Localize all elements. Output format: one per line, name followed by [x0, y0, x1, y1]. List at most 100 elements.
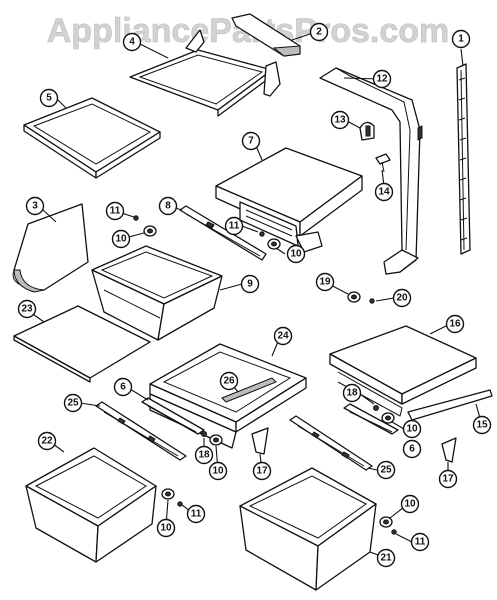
callout-20: 20 — [392, 288, 412, 308]
part-25-right-rail — [289, 415, 373, 471]
callout-10-d: 10 — [402, 419, 422, 439]
part-14-screw — [375, 153, 391, 173]
callout-6-right: 6 — [402, 439, 422, 459]
callout-25-left: 25 — [63, 393, 83, 413]
part-18-screw-left — [201, 431, 207, 437]
part-7-drawer-cover — [215, 147, 363, 253]
part-1-shelf-rail — [456, 63, 471, 255]
callout-25-right: 25 — [376, 460, 396, 480]
callout-11-d: 11 — [410, 532, 430, 552]
part-25-left-rail — [95, 401, 187, 461]
svg-text:17: 17 — [256, 466, 268, 477]
svg-text:16: 16 — [449, 319, 461, 330]
callout-16: 16 — [445, 314, 465, 334]
part-18-screw-right — [373, 405, 379, 411]
svg-text:18: 18 — [198, 450, 210, 461]
svg-text:21: 21 — [380, 553, 392, 564]
part-10-knob-2 — [267, 238, 281, 250]
svg-text:10: 10 — [160, 523, 172, 534]
part-6-right-rail — [343, 403, 399, 435]
svg-text:1: 1 — [458, 34, 464, 45]
svg-text:11: 11 — [415, 537, 426, 548]
part-17-right-clip — [441, 437, 457, 463]
callout-11-b: 11 — [224, 216, 244, 236]
callout-10-c: 10 — [208, 461, 228, 481]
svg-text:11: 11 — [110, 206, 121, 217]
part-15-trim — [407, 389, 493, 421]
svg-text:10: 10 — [404, 499, 416, 510]
part-11-screw-3 — [177, 501, 183, 507]
svg-text:11: 11 — [229, 221, 240, 232]
part-10-knob-5 — [161, 488, 175, 500]
svg-text:22: 22 — [41, 436, 53, 447]
callout-26: 26 — [219, 371, 239, 391]
callout-10-f: 10 — [400, 494, 420, 514]
svg-text:18: 18 — [346, 388, 358, 399]
callout-23: 23 — [17, 299, 37, 319]
part-21-bin — [239, 467, 377, 591]
part-22-bin — [25, 447, 157, 563]
part-3-crisper-cover — [12, 203, 89, 293]
svg-text:12: 12 — [376, 74, 388, 85]
svg-text:15: 15 — [476, 420, 488, 431]
svg-text:23: 23 — [21, 304, 33, 315]
svg-text:9: 9 — [247, 279, 253, 290]
callout-21: 21 — [376, 548, 396, 568]
part-11-screw-1 — [133, 215, 139, 221]
callout-24: 24 — [273, 326, 293, 346]
callout-15: 15 — [472, 415, 492, 435]
callout-3: 3 — [25, 196, 45, 216]
callout-17-right: 17 — [438, 469, 458, 489]
callout-4: 4 — [122, 32, 142, 52]
svg-text:25: 25 — [67, 398, 79, 409]
part-5-glass-shelf — [23, 97, 161, 179]
svg-text:25: 25 — [380, 465, 392, 476]
part-11-screw-2 — [259, 231, 265, 237]
part-8-slide-rail — [179, 205, 267, 261]
callout-18-right: 18 — [342, 383, 362, 403]
part-13-clip — [359, 121, 375, 141]
svg-text:10: 10 — [406, 424, 418, 435]
part-23-glass-panel — [13, 305, 151, 383]
callout-22: 22 — [37, 431, 57, 451]
svg-text:14: 14 — [378, 187, 390, 198]
part-10-knob-3 — [209, 434, 223, 446]
callout-11-a: 11 — [105, 201, 125, 221]
part-20-screw — [369, 298, 375, 304]
svg-text:10: 10 — [290, 249, 302, 260]
part-10-knob-4 — [381, 412, 395, 424]
svg-text:11: 11 — [191, 509, 202, 520]
callout-9: 9 — [240, 274, 260, 294]
part-19-knob — [347, 291, 361, 303]
callout-14: 14 — [374, 182, 394, 202]
callout-13: 13 — [330, 110, 350, 130]
svg-text:6: 6 — [120, 382, 126, 393]
callout-10-a: 10 — [111, 229, 131, 249]
part-4-shelf — [129, 29, 281, 117]
part-12-side-frame — [319, 67, 423, 275]
callout-19: 19 — [315, 272, 335, 292]
callout-5: 5 — [39, 88, 59, 108]
part-16-shelf-cover — [329, 325, 477, 417]
callout-8: 8 — [158, 196, 178, 216]
callout-10-b: 10 — [286, 244, 306, 264]
part-17-left-clip — [251, 427, 269, 455]
svg-text:4: 4 — [129, 37, 135, 48]
svg-text:10: 10 — [115, 234, 127, 245]
callout-6-left: 6 — [113, 377, 133, 397]
part-2-trim — [231, 13, 301, 57]
svg-text:13: 13 — [334, 115, 346, 126]
callout-2: 2 — [309, 22, 329, 42]
svg-text:5: 5 — [46, 93, 52, 104]
callout-18-left: 18 — [194, 445, 214, 465]
callout-7: 7 — [241, 131, 261, 151]
svg-text:6: 6 — [409, 444, 415, 455]
callout-17-left: 17 — [252, 461, 272, 481]
part-10-knob-1 — [143, 225, 157, 237]
svg-text:19: 19 — [319, 277, 331, 288]
svg-text:17: 17 — [442, 474, 454, 485]
callout-12: 12 — [372, 69, 392, 89]
callout-10-e: 10 — [156, 518, 176, 538]
svg-text:20: 20 — [396, 293, 408, 304]
svg-text:3: 3 — [32, 201, 38, 212]
